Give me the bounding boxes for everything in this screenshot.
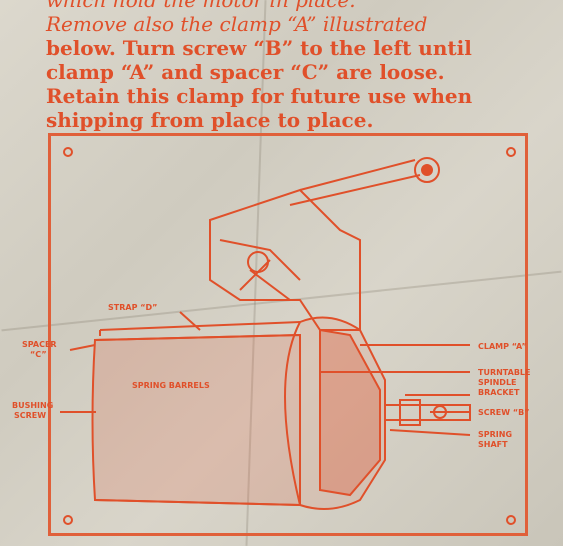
governor-arm: [289, 159, 421, 206]
spring-barrel: [91, 333, 301, 507]
corner-screw-icon: [63, 147, 73, 157]
spring-barrels-label: SPRING BARRELS: [132, 381, 210, 390]
turntable-label: TURNTABLE: [478, 368, 531, 377]
bushing-screw-label: SCREW: [14, 411, 46, 420]
corner-screw-icon: [506, 515, 516, 525]
instruction-line: which hold the motor in place.: [46, 0, 356, 12]
spacer-c-label: SPACER: [22, 340, 57, 349]
motor-housing: [299, 316, 386, 510]
pivot-icon: [247, 251, 269, 273]
screw-b: [399, 399, 421, 426]
bushing-screw-label: BUSHING: [12, 401, 53, 410]
spring-shaft-label: SHAFT: [478, 440, 508, 449]
instructions-text: which hold the motor in place. Remove al…: [46, 0, 546, 132]
instruction-line: Remove also the clamp “A” illustrated: [46, 12, 428, 36]
instruction-line: Retain this clamp for future use when: [46, 84, 473, 108]
instruction-line: clamp “A” and spacer “C” are loose.: [46, 60, 445, 84]
instruction-line: shipping from place to place.: [46, 108, 374, 132]
diagram-plate: [48, 133, 528, 536]
clamp-a-label: CLAMP “A”: [478, 342, 527, 351]
instruction-line: below. Turn screw “B” to the left until: [46, 36, 472, 60]
gear-linkage: [219, 239, 301, 301]
corner-screw-icon: [506, 147, 516, 157]
governor-knob-icon: [414, 157, 440, 183]
turntable-label: BRACKET: [478, 388, 520, 397]
spacer-c-label: “C”: [30, 350, 47, 359]
strap-d-label: STRAP “D”: [108, 303, 157, 312]
spring-shaft-label: SPRING: [478, 430, 512, 439]
turntable-label: SPINDLE: [478, 378, 517, 387]
corner-screw-icon: [63, 515, 73, 525]
bracket-frame: [209, 188, 361, 331]
strap-d: [99, 321, 301, 331]
screw-b-label: SCREW “B”: [478, 408, 529, 417]
